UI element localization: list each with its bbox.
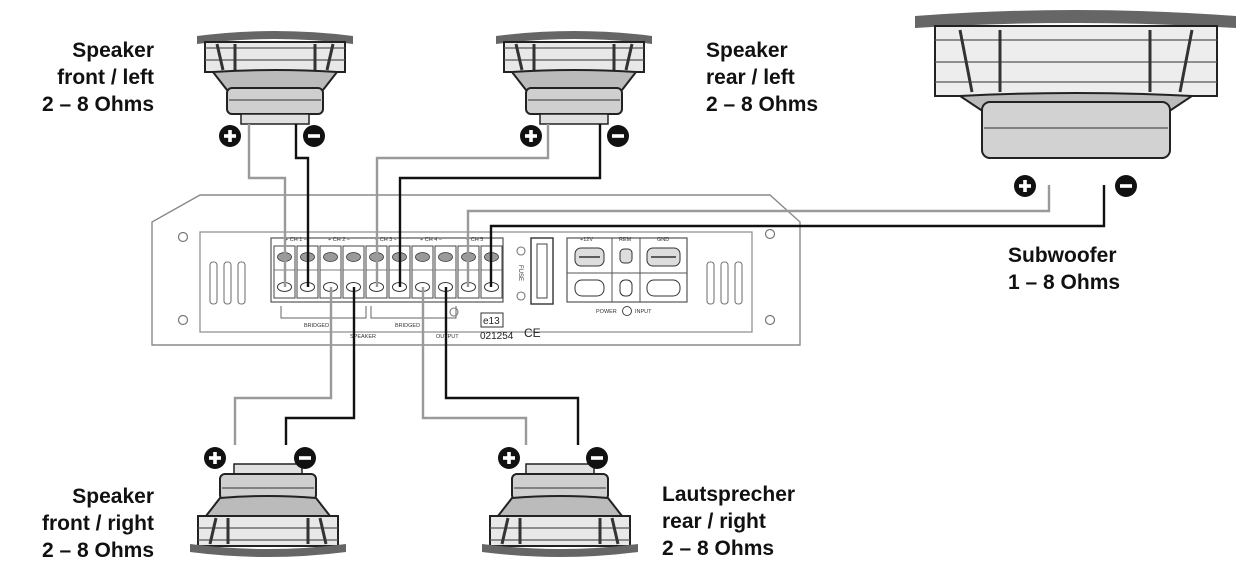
label-rear-left-line3: 2 – 8 Ohms [706,93,819,116]
front-left-plus-icon [219,125,241,147]
ce-mark: CE [524,326,541,340]
left-vents [209,261,246,305]
label-front-left-line2: front / left [57,66,154,89]
label-front-right: Speaker front / right 2 – 8 Ohms [42,483,154,564]
label-rear-right-line1: Lautsprecher [662,483,796,506]
amplifier: + CH 1 − + CH 2 − + CH 3 − + CH 4 − + CH… [151,194,801,346]
output-label: OUTPUT [436,334,459,340]
rear-right-plus-icon [498,447,520,469]
bridged-label-1: BRIDGED [304,323,329,329]
label-subwoofer: Subwoofer 1 – 8 Ohms [1008,242,1120,296]
ch3-label: + CH 3 − [375,237,397,243]
subwoofer-graphic [915,10,1236,159]
label-front-right-line3: 2 – 8 Ohms [41,539,154,562]
right-vents [706,261,743,305]
rear-left-minus-icon [607,125,629,147]
label-subwoofer-line1: Subwoofer [1008,244,1117,267]
label-rear-right-line3: 2 – 8 Ohms [662,537,775,560]
label-front-right-line2: front / right [42,512,154,535]
label-rear-right: Lautsprecher rear / right 2 – 8 Ohms [662,481,795,562]
wire-sub-plus [466,185,1051,287]
subwoofer-minus-icon [1115,175,1137,197]
label-front-left-line1: Speaker [72,39,154,62]
power-terminal-block: +12V REM GND POWER INPUT [566,237,688,316]
wire-sub-minus [489,185,1106,287]
power-label: POWER [596,309,617,315]
e13-mark: e13 [483,316,500,327]
power-12v-label: +12V [580,237,593,243]
wire-rear-left-minus [398,124,602,287]
ch1-label: + CH 1 − [285,237,307,243]
front-right-minus-icon [294,447,316,469]
rear-right-minus-icon [586,447,608,469]
label-rear-left-line1: Speaker [706,39,788,62]
power-gnd-label: GND [657,237,669,243]
speaker-front-right-graphic [188,462,348,559]
certification-mark: e13 021254 CE [480,312,541,342]
wire-rear-right-minus [444,287,580,445]
fuse-holder: FUSE [516,237,554,305]
label-subwoofer-line2: 1 – 8 Ohms [1008,271,1121,294]
wires [233,124,1106,445]
wire-front-left-plus [247,124,287,287]
wire-rear-left-plus [375,124,550,287]
speaker-terminal-8 [434,245,457,299]
speaker-output-label: SPEAKER [350,334,376,340]
front-left-minus-icon [303,125,325,147]
speaker-rear-left-graphic [494,29,654,126]
power-rem-label: REM [619,237,632,243]
label-rear-right-line2: rear / right [662,510,766,533]
speaker-terminal-3 [319,245,342,299]
subwoofer-plus-icon [1014,175,1036,197]
fuse-label: FUSE [517,265,523,281]
cert-number: 021254 [480,331,514,342]
ch4-label: + CH 4 − [420,237,442,243]
wire-front-right-minus [284,287,356,445]
speaker-rear-right-graphic [480,462,640,559]
label-rear-left-line2: rear / left [706,66,795,89]
input-label: INPUT [635,309,652,315]
wire-front-left-minus [294,124,310,287]
front-right-plus-icon [204,447,226,469]
label-rear-left: Speaker rear / left 2 – 8 Ohms [706,37,818,118]
rear-left-plus-icon [520,125,542,147]
bridged-label-2: BRIDGED [395,323,420,329]
label-front-left: Speaker front / left 2 – 8 Ohms [42,37,154,118]
ch2-label: + CH 2 − [328,237,350,243]
wire-rear-right-plus [421,287,528,445]
speaker-terminal-block: + CH 1 − + CH 2 − + CH 3 − + CH 4 − + CH… [270,237,504,340]
speaker-front-left-graphic [195,29,355,126]
label-front-left-line3: 2 – 8 Ohms [41,93,154,116]
label-front-right-line1: Speaker [72,485,154,508]
wire-front-right-plus [233,287,333,445]
ch5-label: + CH 5 [466,237,483,243]
